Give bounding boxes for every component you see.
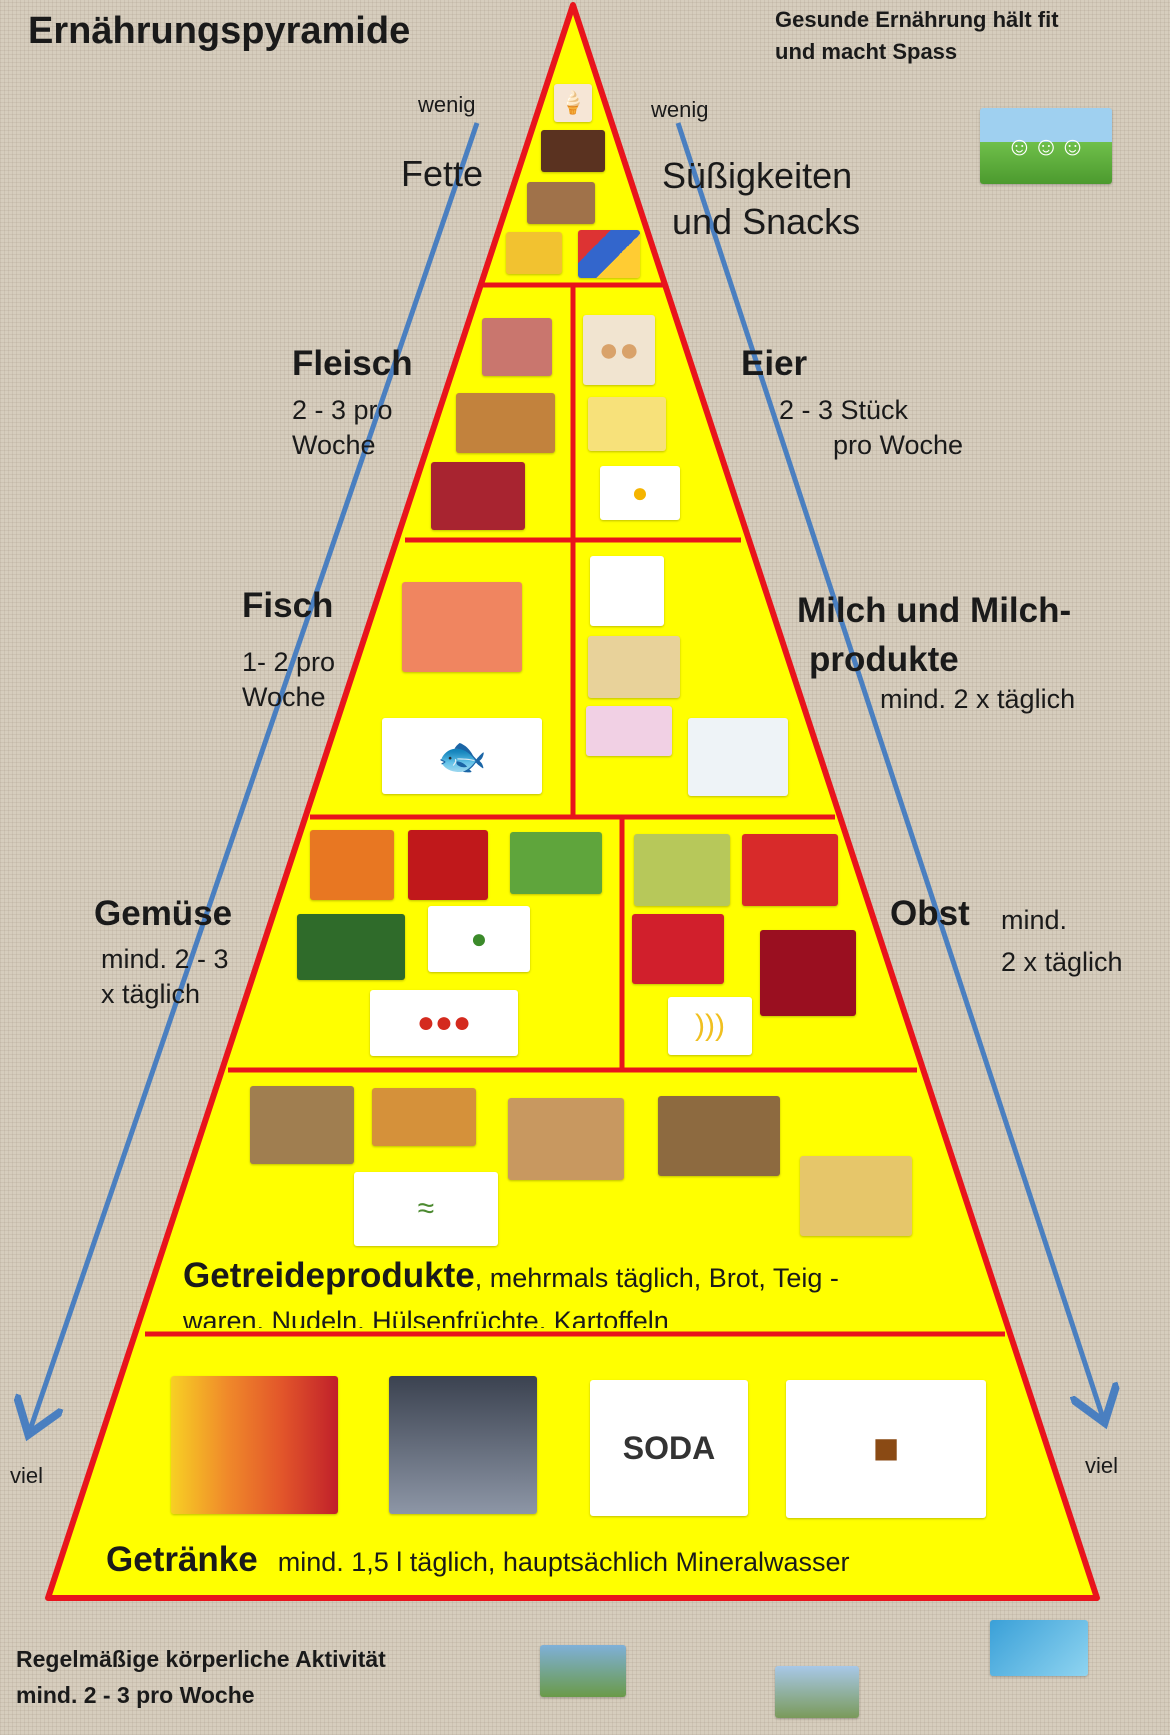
vegetables-frequency-line-1: mind. 2 - 3 bbox=[101, 944, 229, 974]
fish-frequency: 1- 2 pro Woche bbox=[242, 645, 335, 715]
carrots-photo bbox=[310, 830, 394, 900]
meat-title: Fleisch bbox=[292, 344, 413, 383]
zucchini-photo bbox=[297, 914, 405, 980]
cookies-photo bbox=[527, 182, 595, 224]
cottage-cheese-photo bbox=[688, 718, 788, 796]
peppers-photo bbox=[408, 830, 488, 900]
potatoes-sack-photo bbox=[250, 1086, 354, 1164]
drinks-description: mind. 1,5 l täglich, hauptsächlich Miner… bbox=[277, 1547, 850, 1577]
meat-frequency-line-1: 2 - 3 pro bbox=[292, 395, 393, 425]
sausage-photo bbox=[482, 318, 552, 376]
chocolate-photo bbox=[541, 130, 605, 172]
fats-title: Fette bbox=[401, 153, 484, 194]
whole-fish-photo: 🐟 bbox=[382, 718, 542, 794]
fried-egg-photo: ● bbox=[600, 466, 680, 520]
label-little-right: wenig bbox=[651, 97, 709, 122]
apples-photo bbox=[742, 834, 838, 906]
yogurt-photo bbox=[586, 706, 672, 756]
label-little-left: wenig bbox=[418, 92, 476, 117]
iced-tea-photo: ■ bbox=[786, 1380, 986, 1518]
vegetables-frequency-line-2: x täglich bbox=[101, 979, 201, 1010]
eggs-frequency-line-1: 2 - 3 Stück bbox=[779, 395, 909, 425]
lettuce-photo bbox=[510, 832, 602, 894]
slogan-line-2: und macht Spass bbox=[775, 38, 958, 64]
fruit-title: Obst bbox=[890, 894, 970, 933]
fruit-frequency: mind. 2 x täglich bbox=[1001, 900, 1123, 984]
activity-note-line-1: Regelmäßige körperliche Aktivität bbox=[16, 1646, 386, 1672]
herbs-plate-photo: ● bbox=[428, 906, 530, 972]
strawberries-photo bbox=[632, 914, 724, 984]
grains-description-line-1: , mehrmals täglich, Brot, Teig - bbox=[474, 1263, 839, 1293]
eggs-photo: ●● bbox=[583, 315, 655, 385]
cyclists-photo bbox=[775, 1666, 859, 1718]
sweets-title-line-1: Süßigkeiten bbox=[662, 155, 853, 196]
green-beans-photo: ≈ bbox=[354, 1172, 498, 1246]
page-title: Ernährungspyramide bbox=[28, 10, 411, 52]
vegetables-frequency: mind. 2 - 3 x täglich bbox=[101, 942, 229, 1012]
bread-rolls-photo bbox=[508, 1098, 624, 1180]
label-much-left: viel bbox=[10, 1463, 44, 1488]
eggs-frequency-line-2: pro Woche bbox=[833, 430, 964, 461]
bananas-photo: ))) bbox=[668, 997, 752, 1055]
sweets-title-line-2: und Snacks bbox=[672, 201, 861, 243]
gummy-candy-photo bbox=[506, 232, 562, 274]
grains-title-text: Getreideprodukte bbox=[183, 1256, 475, 1295]
dairy-title-line-2: produkte bbox=[809, 640, 959, 679]
pasta-photo bbox=[800, 1156, 912, 1236]
meat-frequency: 2 - 3 pro Woche bbox=[292, 393, 393, 463]
waffle-photo bbox=[372, 1088, 476, 1146]
juices-photo bbox=[171, 1376, 338, 1514]
grains-description-line-2: waren, Nudeln, Hülsenfrüchte, Kartoffeln bbox=[183, 1306, 669, 1336]
tomato-cucumber-photo: ●●● bbox=[370, 990, 518, 1056]
pears-photo bbox=[634, 834, 730, 906]
slogan-line-1: Gesunde Ernährung hält fit bbox=[775, 7, 1059, 32]
label-much-right: viel bbox=[1085, 1453, 1119, 1478]
dairy-frequency: mind. 2 x täglich bbox=[880, 684, 1076, 714]
runners-photo bbox=[540, 1645, 626, 1697]
dairy-title: Milch und Milch- produkte bbox=[797, 586, 1071, 684]
fish-frequency-line-2: Woche bbox=[242, 682, 326, 713]
ice-cream-photo: 🍦 bbox=[554, 84, 592, 122]
water-glass-photo bbox=[389, 1376, 537, 1514]
fruit-frequency-line-2: 2 x täglich bbox=[1001, 946, 1123, 977]
bread-loaves-photo bbox=[658, 1096, 780, 1176]
drinks-title-text: Getränke bbox=[106, 1540, 258, 1579]
scrambled-eggs-photo bbox=[588, 397, 666, 451]
fish-title: Fisch bbox=[242, 586, 334, 625]
activity-note: Regelmäßige körperliche Aktivität mind. … bbox=[16, 1642, 386, 1713]
slogan: Gesunde Ernährung hält fit und macht Spa… bbox=[775, 4, 1059, 68]
vegetables-title: Gemüse bbox=[94, 894, 233, 933]
salmon-fillet-photo bbox=[402, 582, 522, 672]
activity-note-line-2: mind. 2 - 3 pro Woche bbox=[16, 1681, 255, 1708]
arrow-right bbox=[675, 122, 1103, 1418]
snacks-packages-photo bbox=[578, 230, 640, 278]
milk-jug-photo bbox=[590, 556, 664, 626]
sweets-title: Süßigkeiten und Snacks bbox=[662, 153, 860, 245]
fruit-frequency-line-1: mind. bbox=[1001, 905, 1068, 935]
fish-frequency-line-1: 1- 2 pro bbox=[242, 647, 336, 677]
drinks-title: Getränke mind. 1,5 l täglich, hauptsächli… bbox=[106, 1540, 850, 1580]
cherries-photo bbox=[760, 930, 856, 1016]
children-playing-photo: ☺☺☺ bbox=[980, 108, 1112, 184]
eggs-title: Eier bbox=[741, 344, 808, 383]
grains-title: Getreideprodukte, mehrmals täglich, Brot… bbox=[183, 1256, 839, 1296]
soda-label: SODA bbox=[622, 1429, 716, 1466]
swimming-pool-photo bbox=[990, 1620, 1088, 1676]
raw-beef-photo bbox=[431, 462, 525, 530]
meat-frequency-line-2: Woche bbox=[292, 430, 376, 461]
soda-bottle-photo: SODA bbox=[590, 1380, 748, 1516]
arrow-left bbox=[30, 122, 480, 1430]
pyramid-dividers bbox=[145, 282, 1005, 1337]
eggs-frequency: 2 - 3 Stück pro Woche bbox=[779, 393, 963, 463]
dairy-title-line-1: Milch und Milch- bbox=[797, 591, 1072, 630]
roast-chicken-photo bbox=[456, 393, 555, 453]
cheese-photo bbox=[588, 636, 680, 698]
